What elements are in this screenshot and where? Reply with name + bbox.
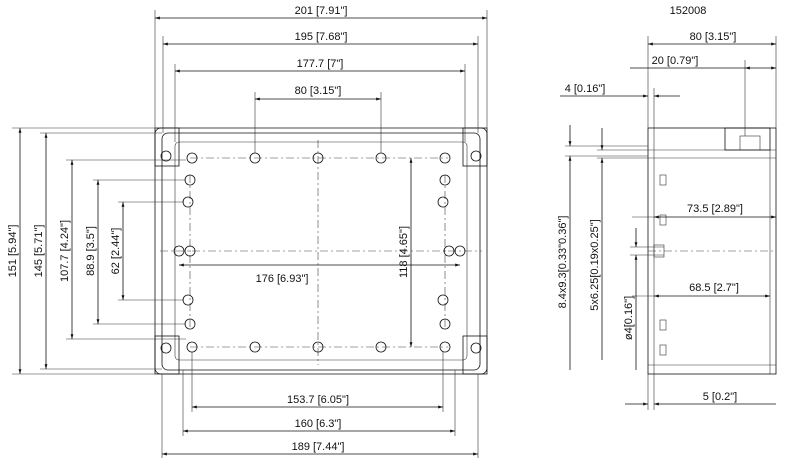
dim-slot-size: 8.4x9.3[0.33"0.36"]: [557, 216, 569, 309]
dim-center-vertical: 118 [4.65"]: [398, 226, 410, 278]
side-left-dimensions: 8.4x9.3[0.33"0.36"] 5x6.25[0.19x0.25"] ø…: [557, 125, 664, 370]
side-view: 152008 80 [3.15"] 20 [0.79"]: [557, 5, 777, 410]
dim-inner-depth: 73.5 [2.89"]: [687, 203, 743, 215]
dim-boss-row-width: 153.7 [6.05"]: [287, 394, 349, 406]
side-top-dimensions: 80 [3.15"] 20 [0.79"] 4 [0.16"]: [560, 31, 777, 150]
front-left-dimensions: 151 [5.94"] 145 [5.71"] 107.7 [4.24"] 88…: [7, 127, 186, 375]
drawing-id: 152008: [670, 5, 707, 17]
front-bottom-dimensions: 153.7 [6.05"] 160 [6.3"] 189 [7.44"]: [161, 352, 479, 458]
dim-boss-column-height: 88.9 [3.5"]: [85, 226, 97, 276]
corner-lugs: [154, 127, 488, 375]
dim-inner-boss-height: 62 [2.44"]: [110, 228, 122, 275]
side-bottom-dimensions: 5 [0.2"]: [625, 374, 776, 410]
dim-side-depth: 80 [3.15"]: [690, 31, 737, 43]
dim-body-width: 195 [7.68"]: [295, 31, 348, 43]
dim-inner-height: 107.7 [4.24"]: [59, 220, 71, 282]
dim-small-slot-size: 5x6.25[0.19x0.25"]: [589, 219, 601, 310]
dim-hole-diameter: ø4[0.16"]: [623, 296, 635, 340]
dim-overall-width: 201 [7.91"]: [295, 5, 348, 17]
side-inner-dimensions: 73.5 [2.89"] 68.5 [2.7"]: [632, 203, 776, 298]
front-top-dimensions: 201 [7.91"] 195 [7.68"] 177.7 [7"] 80 [3…: [154, 5, 488, 153]
dim-usable-depth: 68.5 [2.7"]: [689, 282, 739, 294]
front-center-dimensions: 176 [6.93"] 118 [4.65"]: [179, 158, 460, 347]
dim-boss-spacing: 80 [3.15"]: [295, 85, 342, 97]
enclosure-lid-outline: [161, 132, 481, 371]
enclosure-outer-outline: [154, 127, 488, 375]
dim-overall-height: 151 [5.94"]: [7, 225, 19, 278]
front-view: 201 [7.91"] 195 [7.68"] 177.7 [7"] 80 [3…: [7, 5, 488, 458]
dim-inner-width: 177.7 [7"]: [297, 58, 344, 70]
dim-lid-depth: 20 [0.79"]: [652, 55, 699, 67]
dim-center-horizontal: 176 [6.93"]: [256, 273, 309, 285]
dim-base-width: 189 [7.44"]: [292, 441, 345, 453]
dim-wall-thickness: 4 [0.16"]: [565, 83, 606, 95]
side-lid-step: [724, 127, 771, 151]
mounting-bosses: [173, 152, 466, 353]
dim-lid-width: 160 [6.3"]: [295, 418, 342, 430]
dim-body-height: 145 [5.71"]: [33, 225, 45, 278]
side-wall-features: [653, 174, 667, 356]
dim-base-thickness: 5 [0.2"]: [703, 391, 737, 403]
